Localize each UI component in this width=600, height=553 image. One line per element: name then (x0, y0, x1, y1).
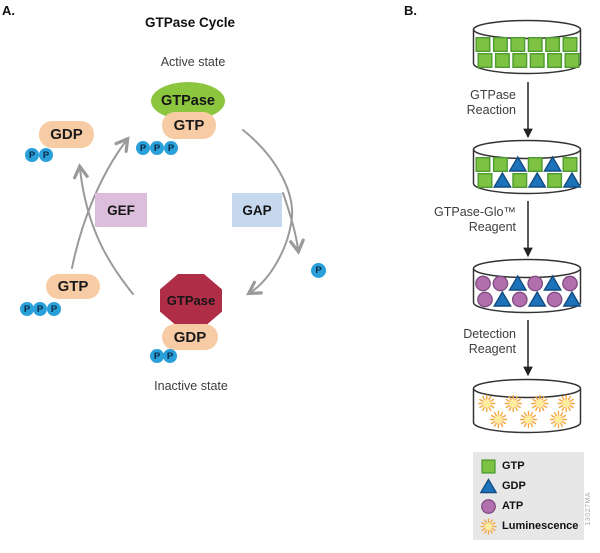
phosphate-icon: P (33, 302, 47, 316)
gtp-bound-box: GTP (162, 112, 216, 139)
luminescence-sun-icon (480, 517, 497, 535)
phosphate-icon: P (150, 141, 164, 155)
cycle-title: GTPase Cycle (144, 15, 236, 30)
phosphate-icon: P (47, 302, 61, 316)
gtp-square-icon (481, 458, 496, 474)
phosphate-icon: P (136, 141, 150, 155)
atp-circle-icon (481, 498, 496, 514)
legend: GTP GDP ATP Luminescence (473, 452, 584, 540)
inactive-state-label: Inactive state (154, 379, 228, 393)
dish-contents-1 (475, 36, 580, 69)
step-label-gtpase-reaction: GTPase Reaction (466, 88, 516, 117)
figure-id: 13027MA (585, 492, 592, 526)
well-dish-4 (472, 378, 582, 434)
legend-label: GTP (502, 460, 525, 472)
free-phosphate-icon: P (311, 263, 326, 278)
dish-contents-2 (475, 155, 582, 189)
phosphate-icon: P (39, 148, 53, 162)
gtp-bound-text: GTP (173, 117, 205, 134)
well-dish-1 (472, 19, 582, 75)
phosphate-icon: P (163, 349, 177, 363)
gef-exchange-arrow (71, 136, 130, 269)
legend-item-atp: ATP (480, 498, 582, 515)
gtpase-inactive-octagon: GTPase (160, 274, 222, 327)
well-dish-2 (472, 139, 582, 195)
well-dish-3 (472, 258, 582, 314)
gtpase-active-text: GTPase (161, 93, 215, 109)
panel-a-label: A. (2, 3, 15, 18)
phosphate-release-arrow (282, 192, 305, 255)
phosphate-icon: P (164, 141, 178, 155)
dish-contents-3 (475, 274, 582, 308)
gap-hydrolysis-arrow (242, 129, 294, 296)
active-state-label: Active state (160, 55, 226, 69)
phosphate-icon: P (150, 349, 164, 363)
gef-box: GEF (95, 193, 147, 227)
gef-text: GEF (107, 202, 135, 218)
phosphate-icon: P (20, 302, 34, 316)
legend-item-gdp: GDP (480, 477, 582, 495)
phosphate-icon: P (25, 148, 39, 162)
legend-item-gtp: GTP (480, 458, 582, 475)
gap-box: GAP (232, 193, 282, 227)
legend-label: ATP (502, 500, 524, 512)
legend-label: GDP (502, 480, 526, 492)
gtpase-inactive-text: GTPase (166, 293, 216, 308)
gtp-free-text: GTP (57, 278, 89, 295)
step-label-gtpase-glo-reagent: GTPase-Glo™ Reagent (434, 205, 516, 234)
gdp-release-arrow (73, 163, 134, 295)
gdp-triangle-icon (480, 477, 497, 493)
legend-item-luminescence: Luminescence (480, 517, 582, 535)
gdp-bound-text: GDP (173, 328, 207, 346)
step-label-detection-reagent: Detection Reagent (463, 327, 516, 356)
gdp-bound-box: GDP (162, 324, 218, 350)
gdp-released-box: GDP (39, 121, 94, 148)
gap-text: GAP (242, 202, 272, 218)
gtp-free-box: GTP (46, 274, 100, 299)
legend-label: Luminescence (502, 520, 579, 532)
dish-contents-4 (478, 394, 575, 429)
gdp-released-text: GDP (50, 126, 83, 143)
panel-b-label: B. (404, 3, 417, 18)
